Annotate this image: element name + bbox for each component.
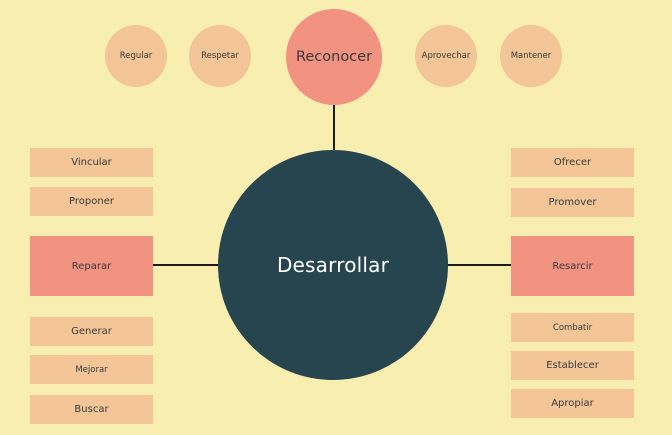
node-generar: Generar: [30, 317, 153, 346]
node-establecer: Establecer: [511, 351, 634, 380]
node-label: Resarcir: [552, 260, 593, 272]
node-ofrecer: Ofrecer: [511, 148, 634, 177]
node-aprovechar: Aprovechar: [415, 25, 477, 87]
node-label: Regular: [119, 51, 153, 61]
node-label: Mejorar: [75, 364, 108, 375]
node-label: Proponer: [69, 196, 114, 207]
node-label: Aprovechar: [421, 51, 471, 61]
node-mantener: Mantener: [500, 25, 562, 87]
node-label: Respetar: [201, 51, 239, 61]
node-label: Promover: [548, 197, 597, 208]
node-label: Combatir: [552, 322, 593, 333]
central-node: Desarrollar: [218, 150, 448, 380]
node-label: Reconocer: [295, 49, 373, 65]
node-combatir: Combatir: [511, 313, 634, 342]
node-label: Apropiar: [551, 398, 594, 409]
node-reparar: Reparar: [30, 236, 153, 296]
node-proponer: Proponer: [30, 187, 153, 216]
node-label: Reparar: [71, 260, 112, 272]
node-respetar: Respetar: [189, 25, 251, 87]
node-buscar: Buscar: [30, 395, 153, 424]
node-promover: Promover: [511, 188, 634, 217]
node-label: Mantener: [510, 51, 552, 61]
node-label: Establecer: [546, 360, 599, 371]
node-apropiar: Apropiar: [511, 389, 634, 418]
node-regular: Regular: [105, 25, 167, 87]
node-label: Ofrecer: [553, 157, 592, 168]
node-mejorar: Mejorar: [30, 355, 153, 384]
node-resarcir: Resarcir: [511, 236, 634, 296]
node-label: Vincular: [71, 157, 112, 168]
node-label: Generar: [71, 326, 112, 337]
central-label: Desarrollar: [276, 253, 390, 277]
node-vincular: Vincular: [30, 148, 153, 177]
node-reconocer: Reconocer: [286, 9, 382, 105]
node-label: Buscar: [74, 404, 109, 415]
